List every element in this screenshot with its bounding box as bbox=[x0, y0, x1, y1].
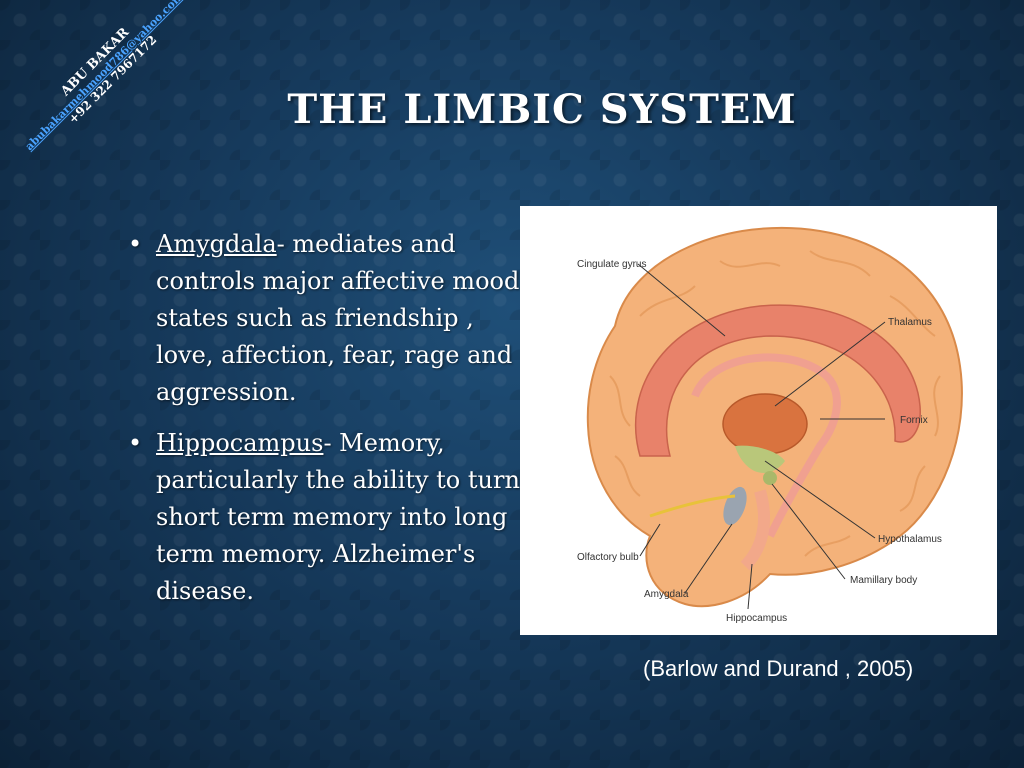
hippocampus-shape bbox=[740, 489, 771, 571]
thalamus-shape bbox=[722, 393, 808, 455]
leader-lines bbox=[637, 263, 886, 610]
label-mamillary-body: Mamillary body bbox=[850, 575, 917, 586]
label-thalamus: Thalamus bbox=[888, 317, 932, 328]
bullet-dot: • bbox=[128, 429, 143, 457]
bullet-term: Amygdala bbox=[156, 230, 277, 258]
bullet-list: • Amygdala- mediates and controls major a… bbox=[128, 226, 520, 624]
label-hypothalamus: Hypothalamus bbox=[878, 534, 942, 545]
bullet-text: - mediates and controls major affective … bbox=[156, 230, 520, 406]
olfactory-tract-shape bbox=[649, 494, 736, 518]
bullet-term: Hippocampus bbox=[156, 429, 324, 457]
label-cingulate-gyrus: Cingulate gyrus bbox=[577, 259, 646, 270]
bullet-text: - Memory, particularly the ability to tu… bbox=[156, 429, 520, 605]
gyri-texture bbox=[609, 250, 941, 557]
bullet-hippocampus: • Hippocampus- Memory, particularly the a… bbox=[128, 425, 520, 610]
bullet-amygdala: • Amygdala- mediates and controls major a… bbox=[128, 226, 520, 411]
author-watermark: ABU BAKAR abubakarmehmood786@yahoo.com +… bbox=[13, 0, 195, 162]
label-hippocampus: Hippocampus bbox=[726, 613, 787, 624]
limbic-system-diagram: Cingulate gyrus Thalamus Fornix Hypothal… bbox=[520, 206, 997, 635]
brain-illustration: Cingulate gyrus Thalamus Fornix Hypothal… bbox=[577, 226, 963, 624]
label-olfactory-bulb: Olfactory bulb bbox=[577, 552, 639, 563]
fornix-shape bbox=[691, 353, 841, 538]
slide-title: THE LIMBIC SYSTEM bbox=[287, 86, 797, 133]
citation: (Barlow and Durand , 2005) bbox=[643, 656, 914, 681]
mamillary-body-shape bbox=[763, 471, 777, 485]
label-fornix: Fornix bbox=[900, 415, 928, 426]
watermark-phone: +92 322 7967172 bbox=[65, 32, 160, 127]
label-amygdala: Amygdala bbox=[644, 589, 689, 600]
bullet-dot: • bbox=[128, 230, 143, 258]
